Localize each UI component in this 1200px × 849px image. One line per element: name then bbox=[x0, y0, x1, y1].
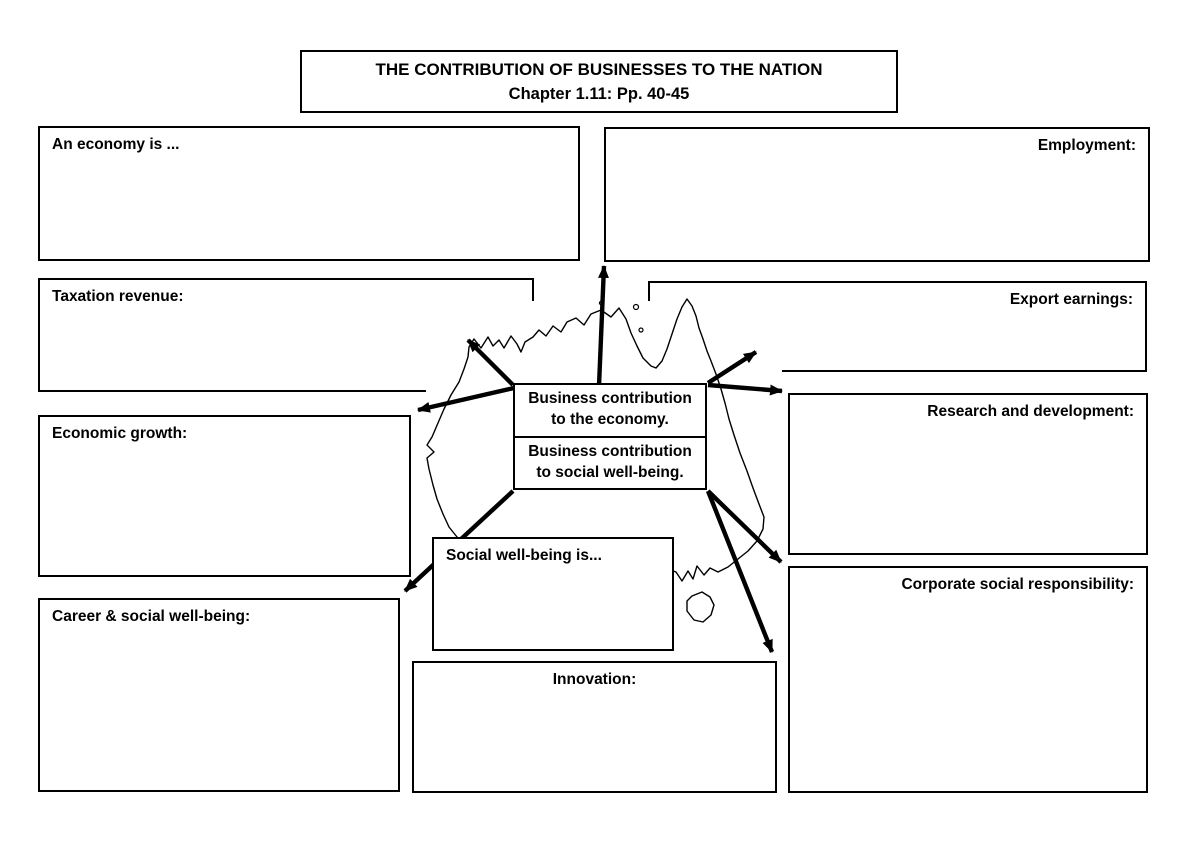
central-economy-label: Business contribution to the economy. bbox=[528, 390, 692, 429]
corporate-social-responsibility-box: Corporate social responsibility: bbox=[788, 566, 1148, 793]
research-development-box: Research and development: bbox=[788, 393, 1148, 555]
island-dot bbox=[638, 327, 644, 333]
research-development-label: Research and development: bbox=[927, 403, 1134, 420]
title-box: THE CONTRIBUTION OF BUSINESSES TO THE NA… bbox=[300, 50, 898, 113]
economy-definition-label: An economy is ... bbox=[52, 136, 180, 153]
economy-definition-box: An economy is ... bbox=[38, 126, 580, 261]
arrow-to-employment bbox=[596, 265, 609, 387]
corporate-social-responsibility-label: Corporate social responsibility: bbox=[901, 576, 1134, 593]
employment-box: Employment: bbox=[604, 127, 1150, 262]
central-social-label: Business contribution to social well-bei… bbox=[515, 435, 705, 489]
island-dot bbox=[598, 300, 604, 306]
page-title: THE CONTRIBUTION OF BUSINESSES TO THE NA… bbox=[375, 60, 823, 80]
social-wellbeing-box: Social well-being is... bbox=[432, 537, 674, 651]
employment-label: Employment: bbox=[1037, 137, 1136, 154]
export-earnings-box: Export earnings: bbox=[648, 281, 1147, 372]
arrow-to-csr bbox=[706, 489, 783, 564]
career-wellbeing-box: Career & social well-being: bbox=[38, 598, 400, 792]
arrow-to-innovation bbox=[705, 490, 775, 653]
taxation-revenue-label: Taxation revenue: bbox=[52, 288, 184, 305]
tasmania-outline bbox=[686, 591, 715, 623]
arrow-to-research-development bbox=[707, 382, 783, 396]
export-earnings-label: Export earnings: bbox=[1009, 291, 1133, 308]
page-subtitle: Chapter 1.11: Pp. 40-45 bbox=[508, 84, 690, 103]
taxation-revenue-box: Taxation revenue: bbox=[38, 278, 534, 392]
economic-growth-box: Economic growth: bbox=[38, 415, 411, 577]
innovation-label: Innovation: bbox=[552, 671, 637, 688]
island-dot bbox=[632, 303, 640, 311]
innovation-box: Innovation: bbox=[412, 661, 777, 793]
career-wellbeing-label: Career & social well-being: bbox=[52, 608, 251, 625]
central-topic-box: Business contribution to the economy. Bu… bbox=[513, 383, 707, 490]
social-wellbeing-label: Social well-being is... bbox=[446, 547, 602, 564]
economic-growth-label: Economic growth: bbox=[52, 425, 188, 442]
